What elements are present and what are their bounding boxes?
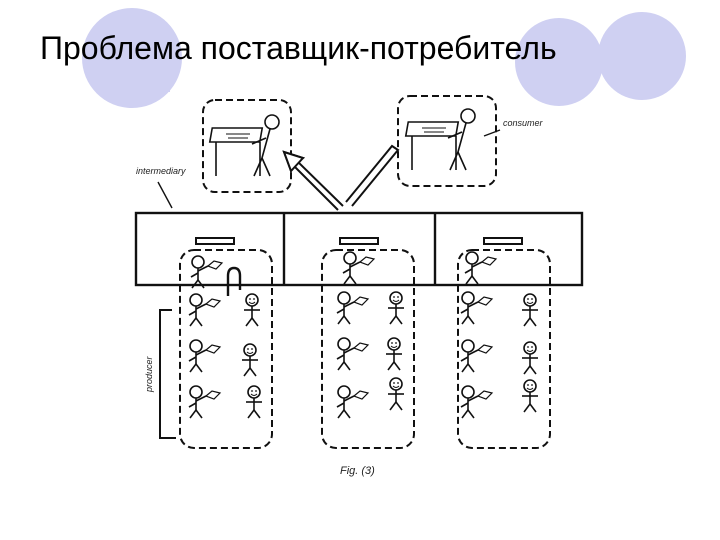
hook-icon xyxy=(226,266,242,296)
arrow-head-icon xyxy=(282,150,305,173)
producer-group-3 xyxy=(457,249,551,449)
buffer-item-2 xyxy=(339,237,379,245)
transfer-arrow xyxy=(282,144,400,211)
producers-group-3-figures xyxy=(460,251,539,419)
consumer-box xyxy=(397,95,497,187)
buffer-shelf xyxy=(134,211,584,287)
producers-group-2-figures xyxy=(336,251,405,419)
producers-group-1-figures xyxy=(188,255,263,419)
decor-circle-2 xyxy=(515,18,603,106)
producer-bracket xyxy=(159,309,176,439)
decor-square xyxy=(125,64,170,92)
producer-group-1 xyxy=(179,249,273,449)
page-title: Проблема поставщик-потребитель xyxy=(40,30,557,66)
consumer-pointer xyxy=(483,129,501,137)
intermediary-figure xyxy=(208,114,280,177)
producer-group-2 xyxy=(321,249,415,449)
intermediary-label: intermediary xyxy=(136,166,186,176)
buffer-item-3 xyxy=(483,237,523,245)
producer-label: producer xyxy=(144,355,154,393)
intermediary-pointer xyxy=(157,181,173,209)
buffer-item-1 xyxy=(195,237,235,245)
consumer-figure xyxy=(404,108,476,171)
consumer-label: consumer xyxy=(503,118,544,128)
decor-circle-3 xyxy=(598,12,686,100)
intermediary-box xyxy=(202,99,292,193)
figure-caption: Fig. (3) xyxy=(340,465,375,477)
